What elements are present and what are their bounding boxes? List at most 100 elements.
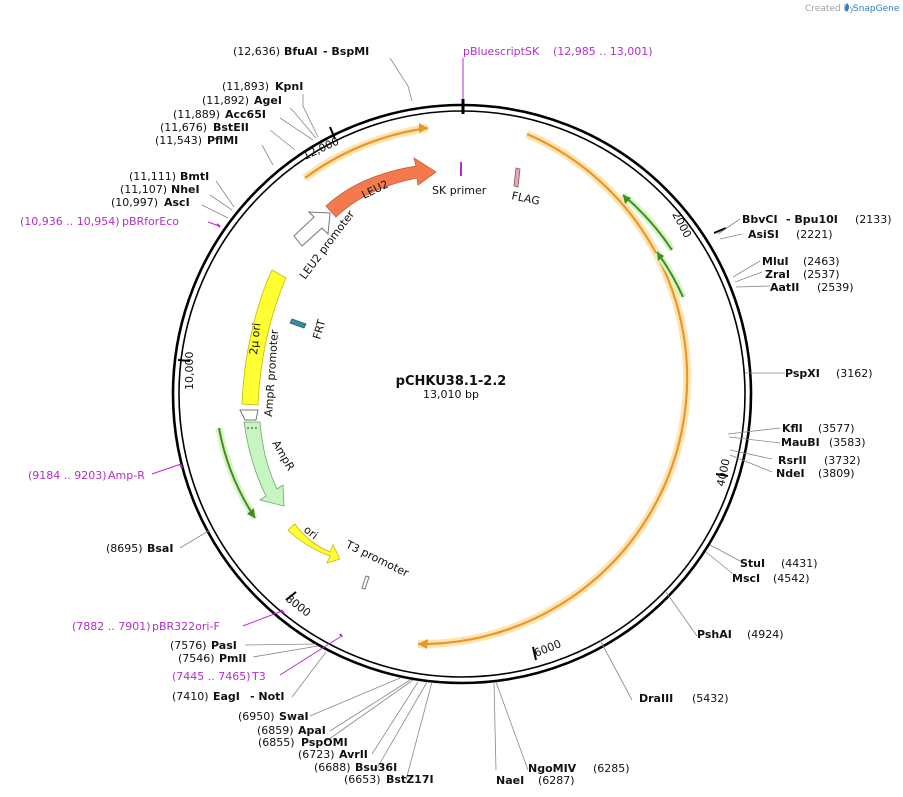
tick-mark-4000	[715, 473, 729, 477]
enzyme-name-pmli: PmlI	[219, 652, 246, 665]
green-feature-3[interactable]	[215, 427, 258, 520]
primer-name-pbrforeco: pBRforEco	[122, 215, 179, 228]
green-feature-2[interactable]	[654, 249, 687, 299]
enzyme-pos-bsai: (8695)	[106, 542, 143, 555]
two-micron-ori-feature[interactable]	[241, 269, 287, 406]
leu2-promoter-arrow[interactable]	[293, 211, 331, 247]
primer-range-pbluescriptsk: (12,985 .. 13,001)	[553, 45, 653, 58]
enzyme-name-ngomiv: NgoMIV	[528, 762, 577, 775]
primer-labels: pBluescriptSK (12,985 .. 13,001) (10,936…	[20, 45, 653, 683]
enzyme-pos-bstz17i: (6653)	[344, 773, 381, 786]
enzyme-pos-asci: (10,997)	[111, 196, 158, 209]
tick-label-10000: 10,000	[183, 352, 196, 391]
primer-site-marks	[179, 223, 343, 638]
enzyme-pos-pflmi: (11,543)	[155, 134, 202, 147]
enzyme-name-nhei: NheI	[171, 183, 200, 196]
enzyme-pos-bmti: (11,111)	[129, 170, 176, 183]
enzyme-pos-avrii: (6723)	[298, 748, 335, 761]
flag-feature-arrow[interactable]	[513, 167, 521, 188]
enzyme-extra-bspmi: - BspMI	[323, 45, 369, 58]
enzyme-name-aatii: AatII	[770, 281, 799, 294]
tick-label-4000: 4000	[714, 458, 733, 488]
enzyme-name-pflmi: PflMI	[207, 134, 238, 147]
sk-primer-label: SK primer	[432, 184, 487, 197]
enzyme-pos-swai: (6950)	[238, 710, 275, 723]
enzyme-name-asci: AscI	[164, 196, 190, 209]
enzyme-pos-nhei: (11,107)	[120, 183, 167, 196]
enzyme-name-pshai: PshAI	[697, 628, 732, 641]
enzyme-extra-noti: - NotI	[250, 690, 285, 703]
enzyme-name-msci: MscI	[732, 572, 760, 585]
watermark-brand: SnapGene	[853, 4, 900, 14]
enzyme-pos-eagi: (7410)	[172, 690, 209, 703]
frt-feature-arrow[interactable]	[289, 318, 307, 329]
primer-range-pbr322ori: (7882 .. 7901)	[72, 620, 151, 633]
enzyme-pos-pmli: (7546)	[178, 652, 215, 665]
watermark-created-by: Created by	[805, 4, 855, 14]
enzyme-pos-zrai: (2537)	[803, 268, 840, 281]
tick-label-6000: 6000	[532, 637, 563, 660]
enzyme-pos-pspxi: (3162)	[836, 367, 873, 380]
enzyme-name-kfli: KflI	[782, 422, 803, 435]
enzyme-pos-pshai: (4924)	[747, 628, 784, 641]
enzyme-name-ndei: NdeI	[776, 467, 805, 480]
enzyme-name-bfuai: BfuAI	[284, 45, 318, 58]
enzyme-name-maubi: MauBI	[781, 436, 820, 449]
ori-feature-arrow[interactable]	[287, 523, 341, 564]
primer-range-pbrforeco: (10,936 .. 10,954)	[20, 215, 120, 228]
green-feature-1[interactable]	[620, 192, 675, 252]
enzyme-pos-pasi: (7576)	[170, 639, 207, 652]
enzyme-pos-kfli: (3577)	[818, 422, 855, 435]
tick-mark-12000	[329, 126, 336, 140]
enzyme-name-avrii: AvrII	[339, 748, 368, 761]
ampr-feature-arrow[interactable]	[243, 421, 285, 507]
enzyme-name-swai: SwaI	[279, 710, 309, 723]
enzyme-name-zrai: ZraI	[765, 268, 790, 281]
enzyme-name-pspxi: PspXI	[785, 367, 820, 380]
enzyme-pos-aatii: (2539)	[817, 281, 854, 294]
enzyme-pos-bbvci: (2133)	[855, 213, 892, 226]
enzyme-pos-ndei: (3809)	[818, 467, 855, 480]
enzyme-pos-kpni: (11,893)	[222, 80, 269, 93]
plasmid-name: pCHKU38.1-2.2	[396, 374, 507, 389]
orange-feature-right[interactable]	[417, 130, 692, 649]
enzyme-pos-bfuai: (12,636)	[233, 45, 280, 58]
enzyme-pos-ngomiv: (6285)	[593, 762, 630, 775]
enzyme-pos-agei: (11,892)	[202, 94, 249, 107]
snapgene-logo-icon	[845, 3, 849, 12]
primer-range-ampr: (9184 .. 9203)	[28, 469, 107, 482]
tick-mark-8000	[285, 591, 297, 601]
primer-range-t3: (7445 .. 7465)	[172, 670, 251, 683]
enzyme-pos-draiii: (5432)	[692, 692, 729, 705]
enzyme-name-stui: StuI	[740, 557, 765, 570]
enzyme-name-naei: NaeI	[496, 774, 524, 787]
orange-feature-top[interactable]	[302, 123, 429, 182]
ampr-promoter-arrow[interactable]	[239, 409, 259, 421]
flag-label: FLAG	[510, 189, 541, 208]
enzyme-pos-acc65i: (11,889)	[173, 108, 220, 121]
enzyme-pos-rsrii: (3732)	[824, 454, 861, 467]
primer-name-ampr: Amp-R	[108, 469, 145, 482]
enzyme-pos-psp0mi: (6855)	[258, 736, 295, 749]
enzyme-pos-bsteii: (11,676)	[160, 121, 207, 134]
enzyme-pos-maubi: (3583)	[829, 436, 866, 449]
enzyme-name-pspomi: PspOMI	[301, 736, 348, 749]
enzyme-name-asisi: AsiSI	[748, 228, 779, 241]
primer-name-t3: T3	[251, 670, 266, 683]
enzyme-name-pasi: PasI	[211, 639, 237, 652]
enzyme-name-eagi: EagI	[213, 690, 240, 703]
two-micron-ori-label: 2μ ori	[247, 322, 263, 355]
ampr-label: AmpR	[269, 438, 297, 473]
tick-mark-6000	[532, 646, 537, 661]
enzyme-name-apai: ApaI	[298, 724, 326, 737]
enzyme-name-bsai: BsaI	[147, 542, 173, 555]
tick-mark-10000	[177, 359, 191, 362]
enzyme-name-bsteii: BstEII	[213, 121, 249, 134]
enzyme-name-kpni: KpnI	[275, 80, 303, 93]
enzyme-name-draiii: DraIII	[639, 692, 673, 705]
t3-promoter-arrow[interactable]	[361, 575, 370, 590]
enzyme-name-bmti: BmtI	[180, 170, 209, 183]
enzyme-name-bstz17i: BstZ17I	[386, 773, 434, 786]
leu2-feature-arrow[interactable]	[325, 157, 437, 218]
